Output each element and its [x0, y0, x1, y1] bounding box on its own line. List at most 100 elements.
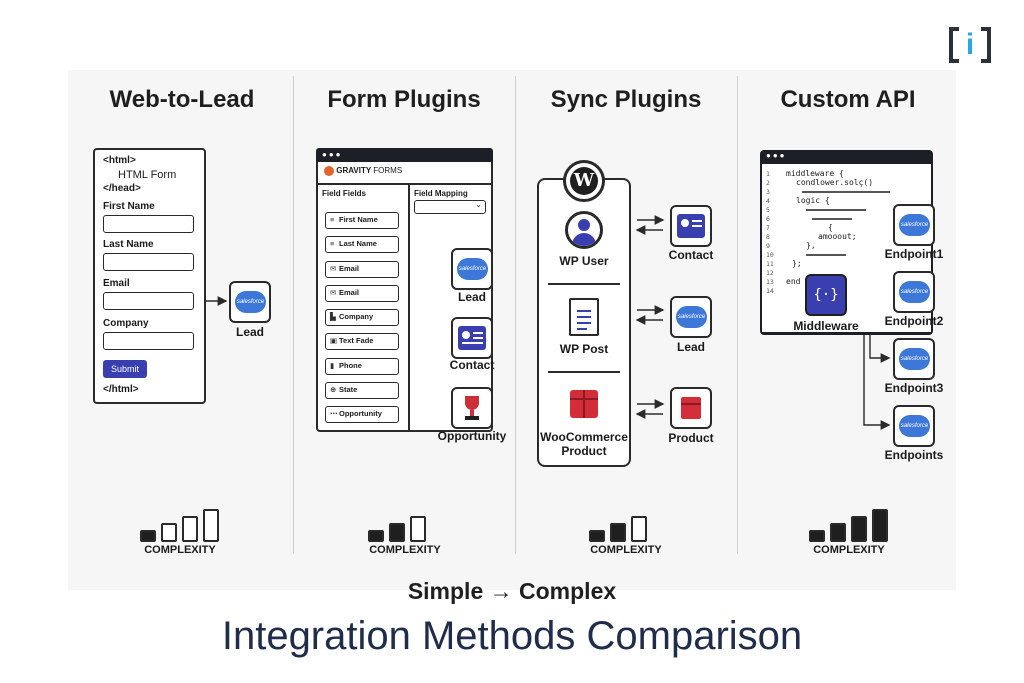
wp-user-label: WP User [559, 254, 609, 268]
column-divider [737, 76, 738, 554]
text-lines-icon: ≡ [330, 215, 335, 224]
complexity-bar [610, 523, 626, 542]
lead-label: Lead [457, 290, 486, 304]
company-input[interactable] [103, 332, 194, 350]
complexity-label: COMPLEXITY [813, 544, 885, 556]
wp-post-label: WP Post [559, 342, 609, 356]
col-header-fields: Field Fields [322, 189, 367, 198]
contact-card-icon [451, 317, 493, 359]
code-line: logic { [796, 196, 830, 205]
column-title-custom-api: Custom API [780, 86, 916, 113]
complexity-meter-form-plugins [368, 508, 450, 542]
complexity-bar [203, 509, 219, 542]
column-divider [293, 76, 294, 554]
text-field-icon: ▣ [330, 336, 338, 345]
form-field-row[interactable]: ≡First Name [325, 212, 399, 229]
col-header-mapping: Field Mapping [414, 189, 468, 198]
form-field-row[interactable]: ▙Company [325, 309, 399, 326]
globe-icon: ⊕ [330, 385, 337, 394]
lead-label: Lead [676, 340, 705, 354]
code-line: }; [792, 259, 802, 268]
field-mapping-select[interactable]: ⌄ [414, 200, 486, 214]
gravity-forms-logo-icon [324, 166, 334, 176]
form-field-row[interactable]: ≡Last Name [325, 236, 399, 253]
first-name-input[interactable] [103, 215, 194, 233]
product-box-icon [566, 384, 602, 420]
complexity-label: COMPLEXITY [590, 544, 662, 556]
salesforce-endpoint-icon: salesforce [893, 204, 935, 246]
salesforce-endpoint-icon: salesforce [893, 405, 935, 447]
complexity-meter-sync-plugins [589, 508, 671, 542]
column-divider [515, 76, 516, 554]
footer-subtitle: Simple → Complex [407, 578, 617, 604]
column-title-form-plugins: Form Plugins [327, 86, 481, 113]
salesforce-lead-icon: salesforce [670, 296, 712, 338]
product-label: Product [668, 431, 714, 445]
last-name-input[interactable] [103, 253, 194, 271]
email-input[interactable] [103, 292, 194, 310]
complexity-bar [161, 523, 177, 542]
lead-label: Lead [235, 325, 264, 339]
form-field-row[interactable]: ▣Text Fade [325, 333, 399, 350]
document-icon [569, 298, 599, 336]
chevron-down-icon: ⌄ [475, 200, 482, 209]
complexity-bar [631, 516, 647, 542]
complexity-bar [872, 509, 888, 542]
endpoint-label: Endpoint2 [884, 314, 944, 328]
field-label-email: Email [103, 278, 130, 289]
phone-icon: ▮ [330, 361, 335, 370]
endpoint-label: Endpoint1 [884, 247, 944, 261]
submit-button[interactable]: Submit [103, 360, 147, 378]
footer-title: Integration Methods Comparison [221, 614, 803, 658]
contact-label: Contact [449, 358, 495, 372]
ellipsis-icon: ⋯ [330, 409, 338, 418]
form-field-row[interactable]: ▮Phone [325, 358, 399, 375]
code-line: end [786, 277, 801, 286]
wordpress-logo-icon: W [563, 160, 605, 202]
header-divider [316, 183, 493, 185]
window-titlebar: ●●● [316, 148, 493, 162]
complexity-label: COMPLEXITY [369, 544, 441, 556]
complexity-bar [851, 516, 867, 542]
form-field-row[interactable]: ✉Email [325, 261, 399, 278]
envelope-icon: ✉ [330, 288, 337, 297]
column-separator [408, 183, 410, 432]
contact-card-icon [670, 205, 712, 247]
endpoint-label: Endpoint3 [884, 381, 944, 395]
form-field-row[interactable]: ⊕State [325, 382, 399, 399]
code-line: amooout; [818, 232, 857, 241]
building-icon: ▙ [330, 312, 336, 321]
complexity-bar [589, 530, 605, 542]
code-line: condlower.solç() [796, 178, 874, 187]
section-divider [548, 371, 620, 373]
form-field-row[interactable]: ⋯Opportunity [325, 406, 399, 423]
form-title: HTML Form [118, 169, 177, 181]
middleware-braces-icon: {·} [805, 274, 847, 316]
brand-logo: i [949, 27, 991, 63]
column-title-sync-plugins: Sync Plugins [550, 86, 702, 113]
head-close-tag: </head> [103, 183, 141, 194]
text-lines-icon: ≡ [330, 239, 335, 248]
complexity-bar [389, 523, 405, 542]
form-field-row[interactable]: ✉Email [325, 285, 399, 302]
complexity-bar [809, 530, 825, 542]
code-line: { [828, 223, 833, 232]
field-label-first-name: First Name [103, 201, 155, 212]
product-box-icon [670, 387, 712, 429]
complexity-bar [182, 516, 198, 542]
complexity-bar [140, 530, 156, 542]
gravity-forms-brand: GRAVITY FORMS [324, 166, 402, 176]
woocommerce-product-label: WooCommerce Product [540, 430, 628, 458]
salesforce-endpoint-icon: salesforce [893, 271, 935, 313]
salesforce-endpoint-icon: salesforce [893, 338, 935, 380]
code-line: middleware { [786, 169, 844, 178]
complexity-bar [368, 530, 384, 542]
opportunity-label: Opportunity [437, 429, 507, 443]
complexity-meter-custom-api [809, 508, 891, 542]
field-label-company: Company [103, 318, 149, 329]
html-open-tag: <html> [103, 155, 136, 166]
complexity-meter-web-to-lead [140, 508, 222, 542]
salesforce-lead-icon: salesforce [451, 248, 493, 290]
section-divider [548, 283, 620, 285]
complexity-bar [830, 523, 846, 542]
